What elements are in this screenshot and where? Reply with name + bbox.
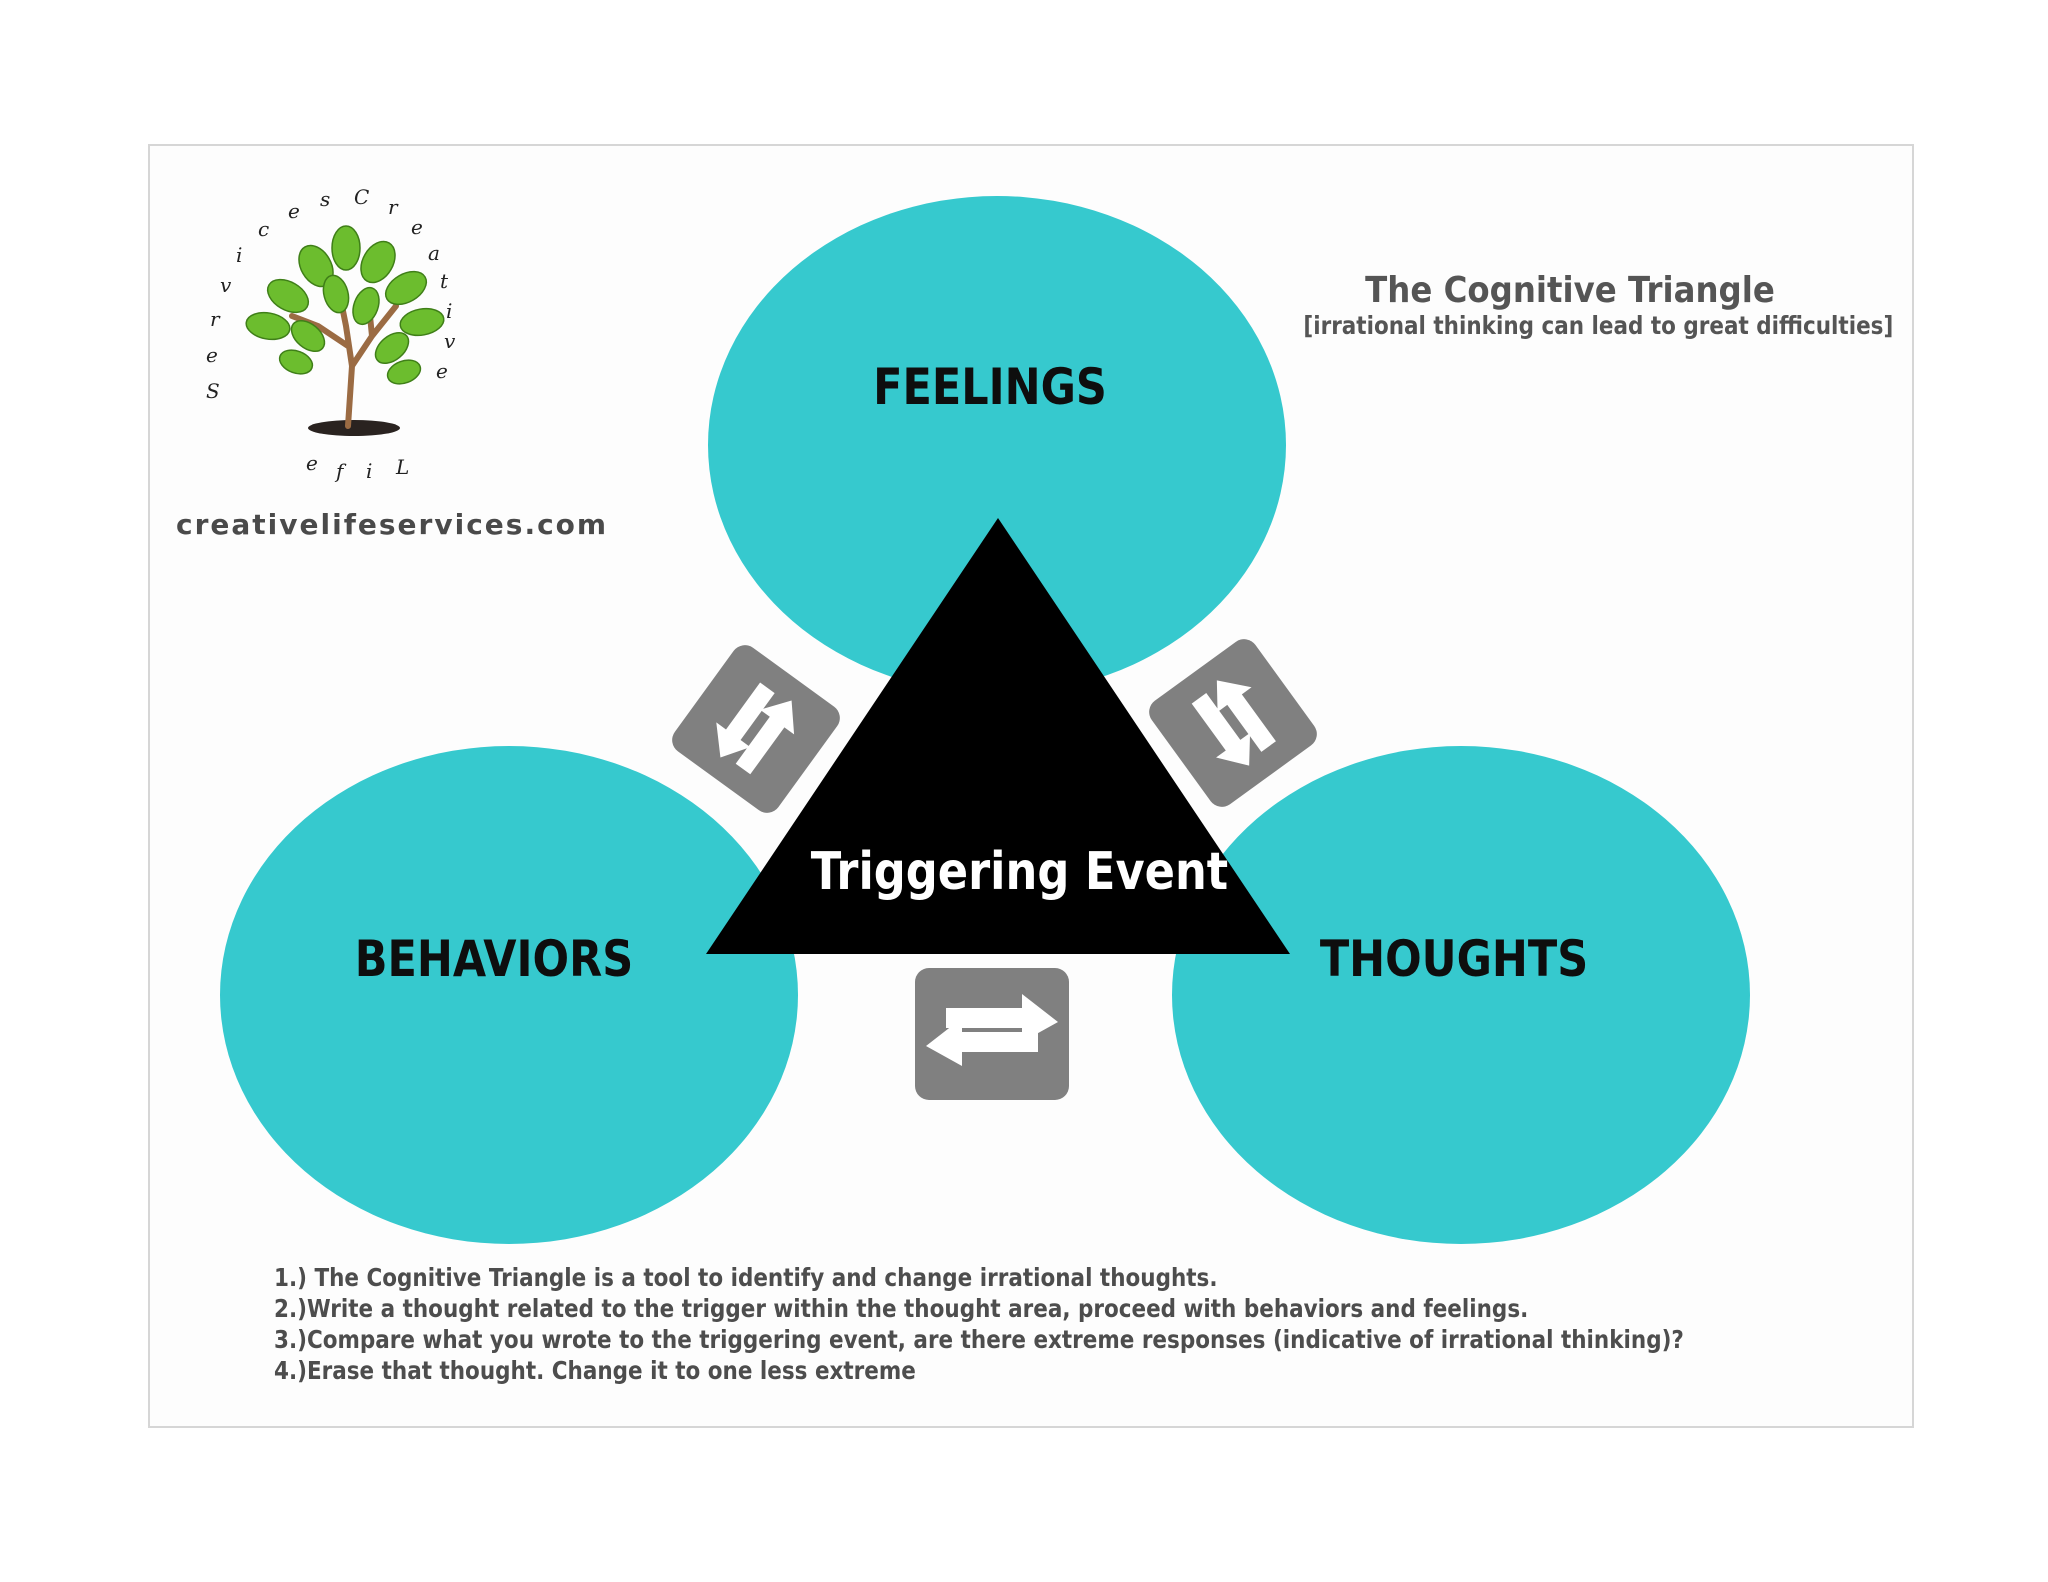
svg-text:i: i [236,243,242,267]
title-block: The Cognitive Triangle [irrational think… [1260,270,1894,340]
creative-life-services-logo: C r e a t i v e L i f e S e r v i c e s [196,176,516,486]
triggering-event-triangle [706,518,1290,954]
svg-text:i: i [446,299,452,323]
svg-text:v: v [220,273,232,297]
svg-text:e: e [306,451,318,475]
svg-text:a: a [428,241,440,265]
page-subtitle: [irrational thinking can lead to great d… [1303,311,1894,340]
instruction-item: 2.)Write a thought related to the trigge… [274,1294,1529,1323]
svg-text:c: c [258,217,269,241]
connector-feelings-thoughts [1149,639,1317,807]
svg-text:r: r [388,195,399,219]
page-title: The Cognitive Triangle [1365,270,1775,311]
connector-feelings-behaviors [672,645,840,813]
behaviors-label: BEHAVIORS [354,930,634,988]
double-arrow-icon [926,994,1058,1066]
svg-text:r: r [210,307,221,331]
connector-behaviors-thoughts [915,968,1069,1100]
svg-text:e: e [411,215,423,239]
feelings-label: FEELINGS [873,358,1107,416]
instruction-item: 3.)Compare what you wrote to the trigger… [274,1325,1684,1354]
svg-text:e: e [436,359,448,383]
instructions-list: 1.) The Cognitive Triangle is a tool to … [274,1262,1794,1386]
website-url[interactable]: creativelifeservices.com [176,508,609,541]
thoughts-label: THOUGHTS [1319,930,1589,988]
double-arrow-icon [1191,680,1276,766]
svg-text:e: e [288,199,300,223]
svg-text:C: C [354,185,369,209]
thoughts-circle [1172,746,1750,1244]
double-arrow-icon [716,682,795,775]
svg-text:e: e [206,343,218,367]
svg-text:t: t [440,269,449,293]
svg-text:S: S [206,379,220,403]
svg-text:s: s [320,187,330,211]
svg-text:L: L [395,455,409,479]
instruction-item: 1.) The Cognitive Triangle is a tool to … [274,1263,1218,1292]
svg-text:i: i [366,459,372,483]
svg-text:v: v [444,329,456,353]
behaviors-circle [220,746,798,1244]
triggering-event-label: Triggering Event [810,842,1229,902]
instruction-item: 4.)Erase that thought. Change it to one … [274,1356,916,1385]
